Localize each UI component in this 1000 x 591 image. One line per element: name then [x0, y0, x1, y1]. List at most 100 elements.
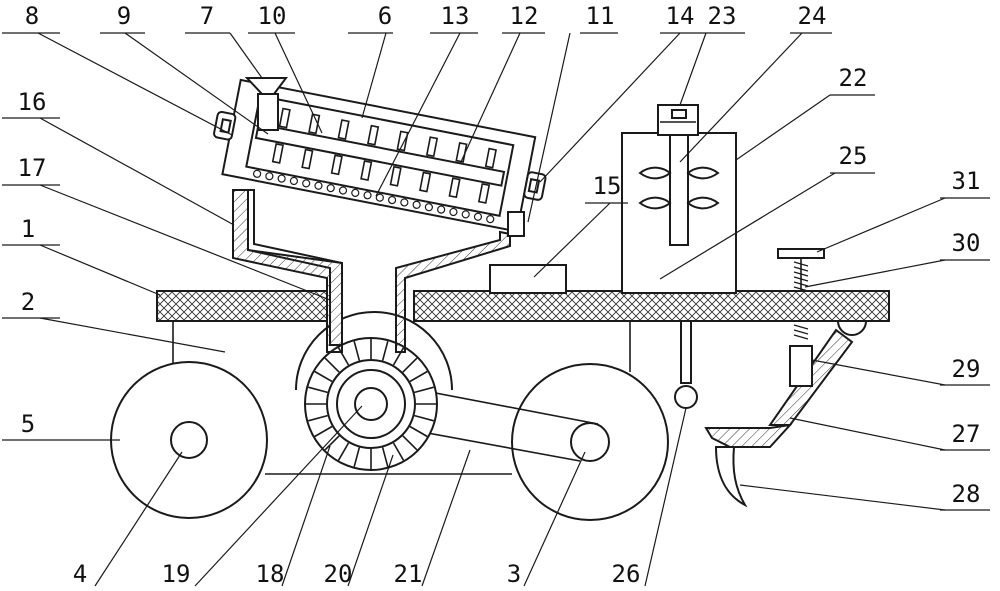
screw-blade	[271, 142, 284, 164]
screen-hole	[351, 188, 360, 197]
label-30: 30	[952, 229, 981, 257]
label-6: 6	[378, 2, 392, 30]
screw-blade	[367, 124, 380, 146]
label-26: 26	[612, 560, 641, 588]
seed-slot	[381, 447, 389, 467]
screen-hole	[326, 184, 335, 193]
label-24: 24	[798, 2, 827, 30]
screen-hole	[424, 203, 433, 212]
label-3: 3	[507, 560, 521, 588]
seed-slot	[337, 442, 350, 461]
left-axle	[170, 421, 208, 459]
pressure-roller-rod	[674, 320, 698, 409]
label-8: 8	[25, 2, 39, 30]
leader-lines	[2, 32, 990, 587]
seed-slot	[308, 414, 328, 422]
screen-holes	[253, 169, 495, 224]
platform-plate	[156, 290, 890, 322]
screen-hole	[400, 198, 409, 207]
seed-slot	[402, 357, 418, 373]
label-22: 22	[839, 64, 868, 92]
screen-hole	[473, 212, 483, 221]
label-13: 13	[441, 2, 470, 30]
label-7: 7	[200, 2, 214, 30]
label-29: 29	[952, 355, 981, 383]
label-5: 5	[21, 410, 35, 438]
screw-blade	[484, 147, 497, 169]
screw-blade	[301, 148, 314, 170]
label-15: 15	[593, 172, 622, 200]
screw-knob	[777, 248, 825, 259]
screw-blade	[419, 171, 432, 193]
screen-hole	[289, 176, 299, 186]
seed-slot	[314, 370, 333, 383]
label-4: 4	[73, 560, 87, 588]
seed-slot	[409, 425, 428, 438]
screw-blade	[396, 130, 409, 152]
screen-hole	[265, 172, 274, 181]
left-bearing-inner	[219, 118, 232, 134]
screw-blade	[337, 119, 350, 140]
seed-slot	[353, 341, 361, 361]
screw-blade	[360, 160, 373, 182]
screen-hole	[277, 174, 286, 183]
seed-slot	[414, 386, 434, 394]
mixing-tank	[621, 104, 737, 294]
screw-blade	[330, 154, 343, 176]
seeding-wheel-axle	[354, 387, 388, 421]
label-23: 23	[708, 2, 737, 30]
screen-hole	[412, 200, 421, 209]
screw-blade	[425, 136, 439, 158]
label-12: 12	[510, 2, 539, 30]
label-1: 1	[21, 215, 35, 243]
tank-motor-top	[671, 109, 687, 119]
seed-slot	[308, 386, 328, 394]
screw-blade	[448, 177, 461, 199]
screen-hole	[363, 191, 372, 200]
screen-hole	[437, 205, 446, 214]
screen-hole	[461, 210, 470, 219]
feed-inlet	[244, 77, 288, 131]
label-2: 2	[21, 288, 35, 316]
screen-hole	[302, 179, 311, 188]
label-16: 16	[18, 88, 47, 116]
drum-support-block	[507, 211, 525, 237]
seed-slot	[324, 357, 340, 373]
adjusting-screw	[777, 248, 825, 340]
screw-shaft	[254, 123, 506, 187]
lift-rod	[789, 345, 813, 387]
label-10: 10	[258, 2, 287, 30]
seed-slot	[324, 435, 340, 451]
screw-blade	[278, 107, 291, 129]
screen-hole	[449, 207, 458, 217]
label-19: 19	[162, 560, 191, 588]
seed-slot	[402, 435, 418, 451]
screw-blades	[271, 107, 497, 204]
right-axle	[570, 422, 610, 462]
screw-blade	[389, 165, 402, 187]
label-18: 18	[256, 560, 285, 588]
right-wheel	[511, 363, 669, 521]
stirring-shaft	[669, 134, 689, 246]
seed-slot	[409, 370, 428, 383]
label-14: 14	[666, 2, 695, 30]
screen-hole	[375, 193, 384, 202]
seed-slot	[392, 442, 405, 461]
label-11: 11	[586, 2, 615, 30]
label-9: 9	[117, 2, 131, 30]
part-labels: 8 9 7 10 6 13 12 11 14 23 24 22 16 15 25…	[18, 2, 981, 588]
label-17: 17	[18, 154, 47, 182]
seed-funnel	[232, 189, 511, 353]
seed-slot	[314, 425, 333, 438]
screen-hole	[253, 169, 262, 178]
label-20: 20	[324, 560, 353, 588]
label-27: 27	[952, 420, 981, 448]
seed-slot	[381, 341, 389, 361]
furrow-opener	[704, 320, 868, 508]
stirring-blades	[638, 166, 720, 210]
label-28: 28	[952, 480, 981, 508]
left-wheel	[110, 361, 268, 519]
screw-blade	[477, 183, 491, 204]
